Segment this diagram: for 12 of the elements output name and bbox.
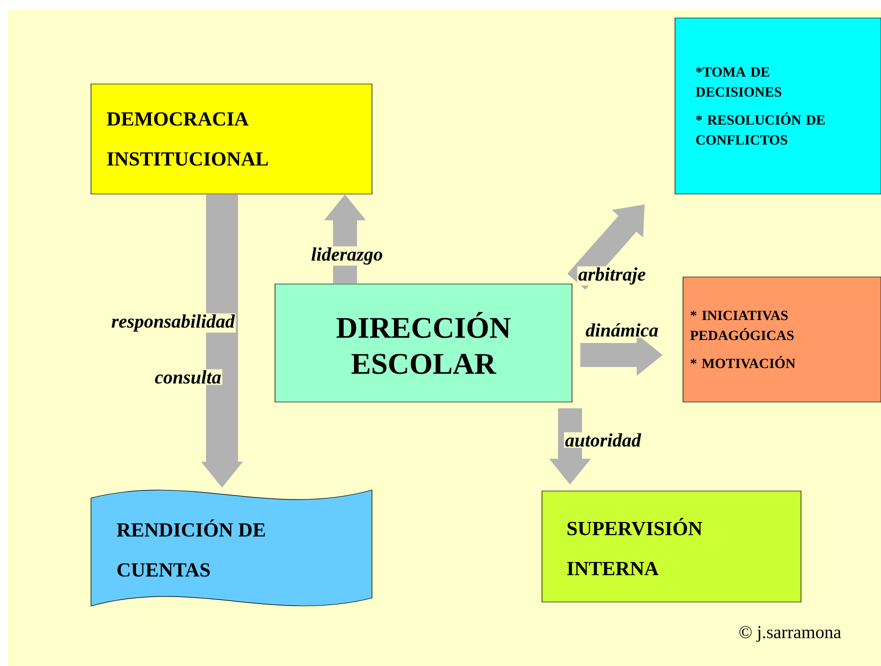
text-box: DIRECCIÓN ESCOLAR: [274, 284, 572, 402]
edge-label: liderazgo: [310, 246, 384, 266]
edge-label: autoridad: [564, 432, 642, 448]
text-box: * INICIATIVAS PEDAGÓGICAS * MOTIVACIÓN: [682, 276, 881, 402]
text-box: DEMOCRACIA INSTITUCIONAL: [90, 84, 372, 194]
copyright-note: © j.sarramona: [738, 625, 842, 643]
arrow-caption: consulta: [154, 369, 222, 385]
edge-label: dinámica: [584, 322, 660, 338]
edge-label: arbitraje: [577, 266, 647, 286]
edge-label: responsabilidad: [110, 313, 236, 333]
text-box: *TOMA DE DECISIONES * RESOLUCIÓN DE CONFLICTOS: [674, 18, 881, 194]
text-box: SUPERVISIÓN INTERNA: [542, 490, 802, 602]
